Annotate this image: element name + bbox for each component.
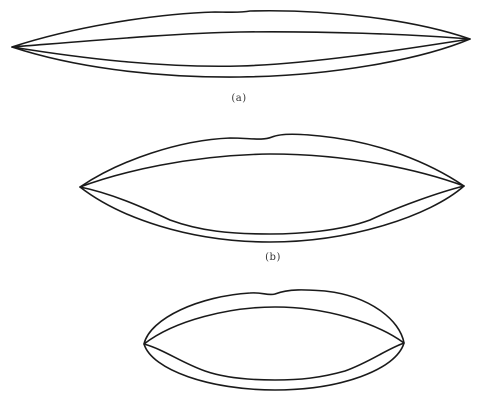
panel-a-outer-outline — [12, 11, 470, 77]
panel-a-shape — [12, 11, 470, 77]
panel-c-shape — [144, 290, 404, 390]
panel-b-shape — [80, 134, 464, 242]
panel-b-outer-outline — [80, 134, 464, 242]
panel-a-label: (a) — [231, 93, 246, 104]
panel-b-label: (b) — [265, 252, 281, 263]
panel-b-inner-outline — [80, 154, 464, 234]
panel-c-outer-outline — [144, 290, 404, 390]
panel-c-inner-outline — [144, 307, 404, 380]
panel-a-inner-outline — [12, 32, 470, 66]
